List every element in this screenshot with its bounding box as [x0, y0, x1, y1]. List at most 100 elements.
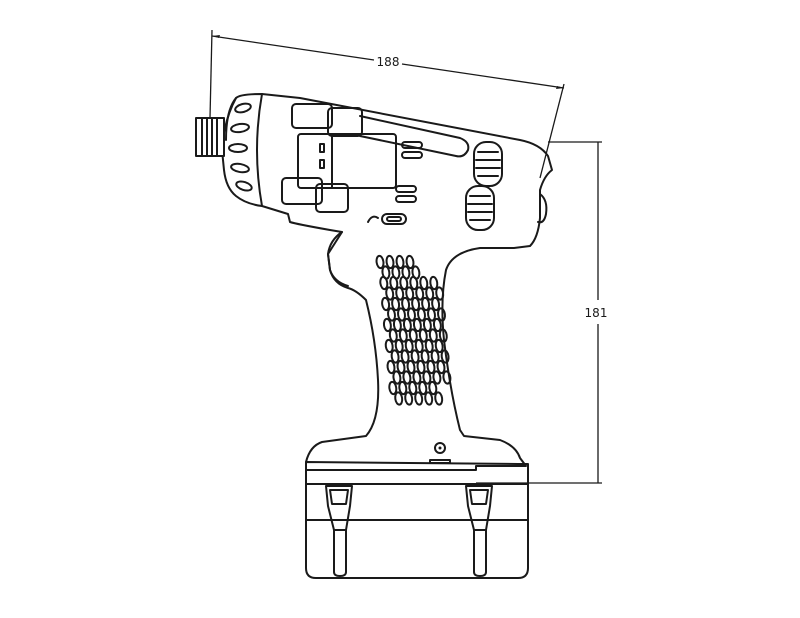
nose-ring-line	[256, 93, 263, 207]
grip-oval	[432, 317, 442, 333]
grip-oval	[412, 317, 422, 333]
length-label: 188	[377, 55, 400, 69]
grip-oval	[440, 349, 450, 364]
height-dimension: 181	[476, 141, 608, 484]
grip-oval	[387, 307, 396, 322]
grip-oval	[385, 254, 395, 270]
grip-oval	[411, 296, 421, 312]
grip-oval	[388, 380, 398, 396]
grip-oval	[392, 370, 402, 385]
grip-oval	[420, 349, 430, 364]
grip-oval	[394, 391, 404, 406]
battery-body	[305, 461, 529, 579]
grip-oval	[426, 359, 436, 375]
grip-oval	[416, 359, 426, 375]
grip-oval	[399, 275, 409, 291]
nose-vent-1	[234, 102, 252, 114]
grip-oval	[405, 254, 415, 270]
grip-oval	[379, 275, 389, 291]
grip-oval	[401, 296, 411, 312]
pill-2	[401, 151, 423, 159]
grip-oval	[431, 296, 441, 312]
grip-oval	[406, 359, 416, 375]
length-dimension-line-right	[401, 63, 565, 89]
nose-vent-4	[230, 162, 250, 174]
grip-oval	[422, 370, 432, 385]
grip-oval	[424, 391, 434, 406]
chuck	[195, 117, 225, 157]
top-panel	[281, 103, 470, 225]
length-extension-left	[209, 29, 213, 119]
chuck-body	[195, 117, 225, 157]
direction-arrow-icon	[367, 215, 379, 223]
grip-oval	[417, 307, 426, 322]
pill-4	[395, 195, 417, 203]
grip-oval	[397, 307, 406, 322]
grip-oval	[422, 317, 432, 333]
grip-oval	[404, 391, 414, 406]
length-extension-right	[539, 83, 565, 179]
grip-oval	[396, 359, 406, 375]
length-arrow-left	[212, 35, 220, 38]
grip-oval	[384, 338, 394, 354]
grip-oval	[415, 286, 425, 301]
grip-oval	[418, 328, 428, 343]
grip-oval	[388, 328, 398, 343]
grip-oval	[428, 380, 438, 396]
grip-oval	[395, 286, 405, 301]
grip-oval	[398, 328, 408, 343]
battery-latch-right	[465, 485, 493, 577]
grip-oval	[375, 254, 385, 270]
grip-oval	[392, 317, 402, 333]
grip-oval	[435, 286, 445, 301]
bottom-block-left	[281, 177, 323, 205]
grip-oval	[412, 370, 422, 385]
nose-vent-2	[230, 122, 250, 134]
grip-oval	[436, 359, 446, 375]
bottom-block-right	[315, 183, 349, 213]
grip-oval	[434, 391, 444, 406]
grip-oval	[427, 307, 436, 322]
speed-dial-top	[473, 141, 503, 187]
grip-oval	[404, 338, 414, 354]
grip-oval	[410, 349, 420, 364]
grip-oval	[407, 307, 416, 322]
grip-oval	[419, 275, 429, 291]
battery-latch-left	[325, 485, 353, 577]
grip-oval	[414, 391, 424, 406]
grip-oval	[382, 317, 392, 333]
grip-oval	[414, 338, 424, 354]
side-window	[297, 133, 397, 189]
grip-oval	[418, 380, 428, 396]
grip-pattern	[375, 254, 452, 406]
pill-1	[401, 141, 423, 149]
battery-pack	[305, 461, 529, 579]
grip-oval	[386, 359, 396, 375]
top-block-left	[291, 103, 333, 129]
grip-oval	[421, 296, 431, 312]
grip-oval	[394, 338, 404, 354]
height-label: 181	[585, 306, 608, 320]
grip-oval	[408, 328, 418, 343]
grip-oval	[405, 286, 415, 301]
grip-oval	[395, 254, 405, 270]
grip-oval	[398, 380, 408, 396]
trigger	[327, 231, 349, 287]
pill-3	[395, 185, 417, 193]
grip-oval	[430, 349, 440, 364]
grip-oval	[391, 296, 401, 312]
nose-vent-5	[235, 180, 253, 192]
length-dimension: 188	[209, 29, 565, 179]
grip-oval	[424, 338, 434, 354]
grip-oval	[402, 317, 412, 333]
rear-knob	[537, 193, 548, 224]
tool-housing-outline	[221, 93, 553, 471]
grip-oval	[429, 275, 439, 291]
length-dimension-line-left	[211, 35, 375, 61]
direction-switch	[381, 213, 407, 225]
grip-oval	[408, 380, 418, 396]
grip-oval	[442, 370, 452, 385]
indicator-1	[319, 143, 325, 153]
grip-oval	[400, 349, 410, 364]
